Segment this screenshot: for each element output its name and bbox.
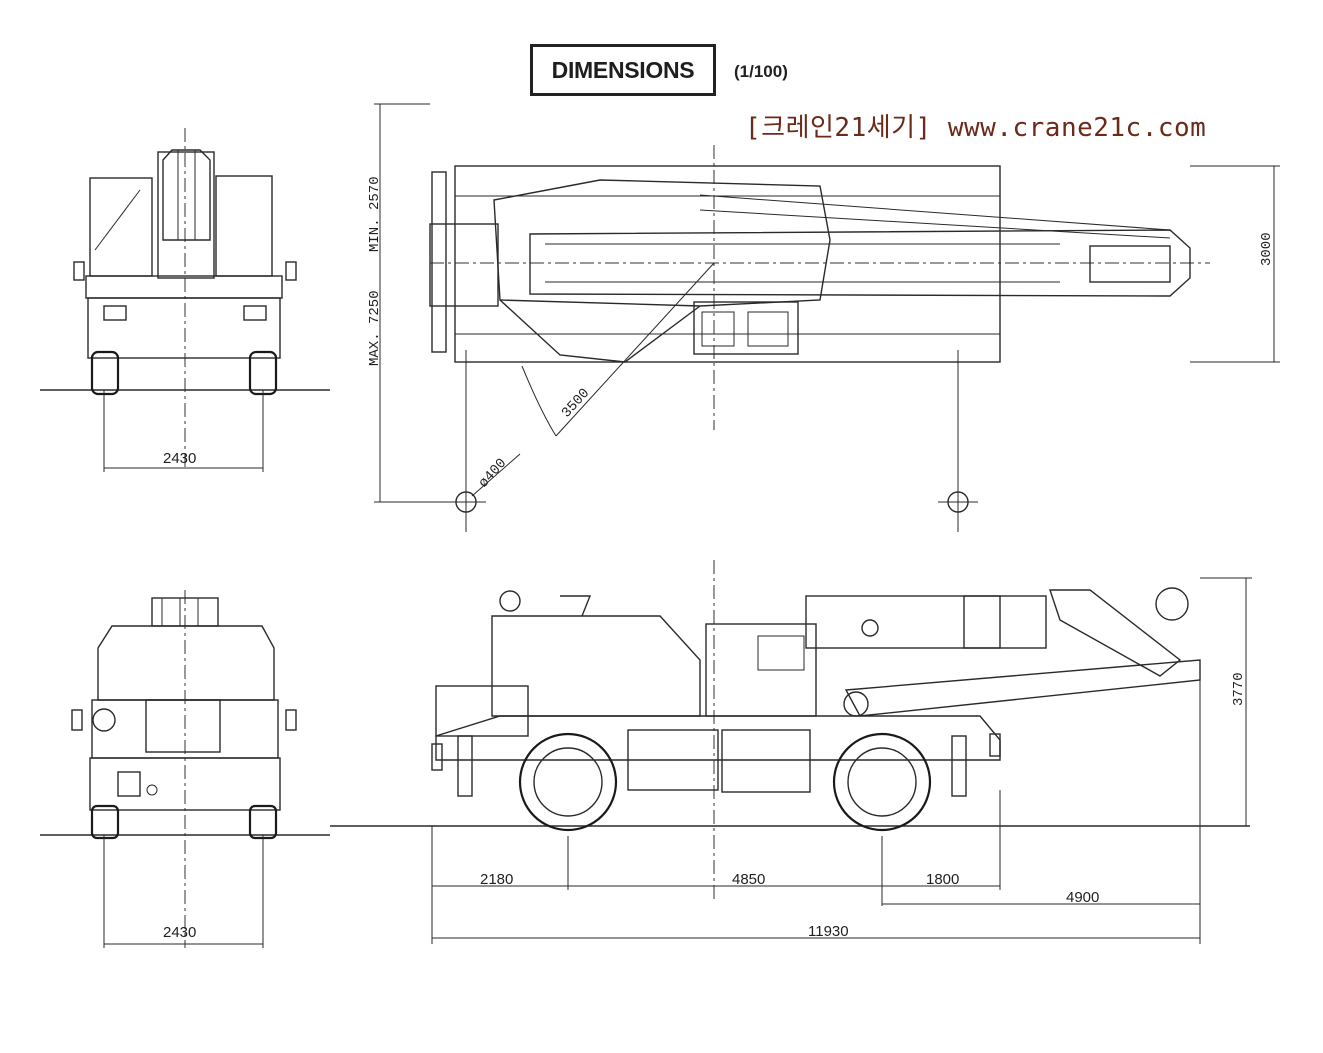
- overall-length-label: 11930: [808, 923, 849, 940]
- min-outrigger-label: MIN. 2570: [367, 176, 383, 252]
- drawing-title: DIMENSIONS: [551, 56, 695, 83]
- wheelbase-label: 4850: [732, 871, 765, 888]
- front-view: 2430: [40, 128, 330, 472]
- overall-height-label: 3770: [1231, 672, 1247, 706]
- tail-swing-label: 3500: [559, 386, 593, 422]
- watermark-text: [크레인21세기] www.crane21c.com: [745, 113, 1207, 143]
- outrigger-float-label: ø400: [476, 456, 510, 492]
- scale-label: (1/100): [734, 62, 788, 81]
- rear-track-width-label: 2430: [163, 924, 196, 941]
- rear-view: 2430: [40, 590, 330, 948]
- plan-view: 3500 ø400 3000 MAX. 7250 MIN. 2570: [367, 103, 1280, 532]
- front-overhang-label: 2180: [480, 871, 513, 888]
- side-view: 3770 2180 4850 1800 4900 11930: [330, 560, 1252, 944]
- rear-overhang-label: 1800: [926, 871, 959, 888]
- title-box: DIMENSIONS: [530, 44, 716, 96]
- front-track-width-label: 2430: [163, 450, 196, 467]
- max-outrigger-label: MAX. 7250: [367, 290, 383, 366]
- boom-overhang-label: 4900: [1066, 889, 1099, 906]
- overall-width-label: 3000: [1259, 232, 1275, 266]
